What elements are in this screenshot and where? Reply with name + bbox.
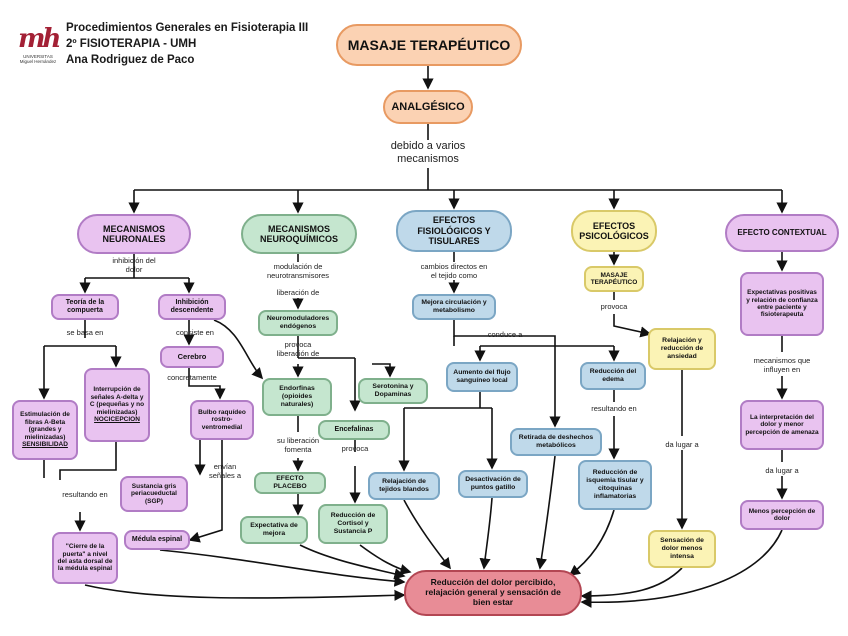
label-modulacion: modulación de neurotransmisores: [266, 262, 330, 280]
label-resultando-en-mid: resultando en: [591, 404, 637, 413]
node-estimulacion: Estimulación de fibras A-Beta (grandes y…: [12, 400, 78, 460]
node-placebo: EFECTO PLACEBO: [254, 472, 326, 494]
node-medula: Médula espinal: [124, 530, 190, 550]
label-conduce-a: conduce a: [487, 330, 523, 339]
node-serotonina: Serotonina y Dopaminas: [358, 378, 428, 404]
node-expectativa: Expectativa de mejora: [240, 516, 308, 544]
label-provoca-enc: provoca: [341, 444, 369, 453]
author: Ana Rodriguez de Paco: [66, 54, 195, 66]
label-se-basa-en: se basa en: [66, 328, 104, 337]
label-da-lugar-psico: da lugar a: [665, 440, 699, 449]
node-cortisol: Reducción de Cortisol y Sustancia P: [318, 504, 388, 544]
main-node: MASAJE TERAPÉUTICO: [336, 24, 522, 66]
label-su-liberacion: su liberación fomenta: [276, 436, 320, 454]
node-isquemia: Reducción de isquemia tisular y citoquin…: [578, 460, 652, 510]
node-desactivacion: Desactivación de puntos gatillo: [458, 470, 528, 498]
node-menos-percepcion: Menos percepción de dolor: [740, 500, 824, 530]
node-relajacion-tejidos: Relajación de tejidos blandos: [368, 472, 440, 500]
interrupcion-text: Interrupción de señales A-delta y C (peq…: [89, 386, 145, 416]
label-liberacion-de: liberación de: [276, 288, 320, 297]
analgesic-node: ANALGÉSICO: [383, 90, 473, 124]
umh-logo: mh UNIVERSITAS Miguel Hernández: [18, 24, 61, 64]
label-envian-senales: envían señales a: [208, 462, 242, 480]
node-inhibicion-descendente: Inhibición descendente: [158, 294, 226, 320]
node-bulbo: Bulbo raquídeo rostro-ventromedial: [190, 400, 254, 440]
node-neuromoduladores: Neuromoduladores endógenos: [258, 310, 338, 336]
node-sensacion-dolor: Sensación de dolor menos intensa: [648, 530, 716, 568]
node-mejora-circulacion: Mejora circulación y metabolismo: [412, 294, 496, 320]
final-node: Reducción del dolor percibido, relajació…: [404, 570, 582, 616]
node-retirada: Retirada de deshechos metabólicos: [510, 428, 602, 456]
node-sustancia-gris: Sustancia gris periacueductal (SGP): [120, 476, 188, 512]
label-provoca-psico: provoca: [600, 302, 628, 311]
label-mecanismos-influyen: mecanismos que influyen en: [753, 356, 811, 374]
node-mecanismos-neuroquimicos: MECANISMOS NEUROQUÍMICOS: [241, 214, 357, 254]
node-expectativas-confianza: Expectativas positivas y relación de con…: [740, 272, 824, 336]
node-mecanismos-neuronales: MECANISMOS NEURONALES: [77, 214, 191, 254]
node-efectos-psicologicos: EFECTOS PSICOLÓGICOS: [571, 210, 657, 252]
course-title: Procedimientos Generales en Fisioterapia…: [66, 22, 309, 34]
node-reduccion-edema: Reducción del edema: [580, 362, 646, 390]
estimulacion-sub: SENSIBILIDAD: [22, 441, 68, 449]
node-masaje-small: MASAJE TERAPÉUTICO: [584, 266, 644, 292]
document-header: Procedimientos Generales en Fisioterapia…: [66, 20, 308, 68]
node-efectos-fisiologicos: EFECTOS FISIOLÓGICOS Y TISULARES: [396, 210, 512, 252]
node-interrupcion: Interrupción de señales A-delta y C (peq…: [84, 368, 150, 442]
label-da-lugar-ctx: da lugar a: [765, 466, 799, 475]
interrupcion-sub: NOCICEPCION: [94, 416, 140, 424]
node-endorfinas: Endorfinas (opioides naturales): [262, 378, 332, 416]
label-concretamente: concretamente: [167, 373, 217, 382]
node-cierre-puerta: "Cierre de la puerta" a nivel del asta d…: [52, 532, 118, 584]
node-aumento-flujo: Aumento del flujo sanguíneo local: [446, 362, 518, 392]
node-interpretacion: La interpretación del dolor y menor perc…: [740, 400, 824, 450]
label-provoca-liberacion: provoca liberación de: [276, 340, 320, 358]
node-teoria-compuerta: Teoría de la compuerta: [51, 294, 119, 320]
label-consiste-en: consiste en: [176, 328, 214, 337]
estimulacion-text: Estimulación de fibras A-Beta (grandes y…: [20, 411, 70, 441]
label-resultando-en-left: resultando en: [62, 490, 108, 499]
label-debido: debido a varios mecanismos: [390, 140, 466, 166]
node-cerebro: Cerebro: [160, 346, 224, 368]
node-encefalinas: Encefalinas: [318, 420, 390, 440]
node-efecto-contextual: EFECTO CONTEXTUAL: [725, 214, 839, 252]
label-cambios-directos: cambios directos en el tejido como: [420, 262, 488, 280]
course-year: 2º FISIOTERAPIA - UMH: [66, 38, 197, 50]
label-inhibicion-dolor: inhibición del dolor: [112, 256, 156, 274]
node-relajacion-ansiedad: Relajación y reducción de ansiedad: [648, 328, 716, 370]
